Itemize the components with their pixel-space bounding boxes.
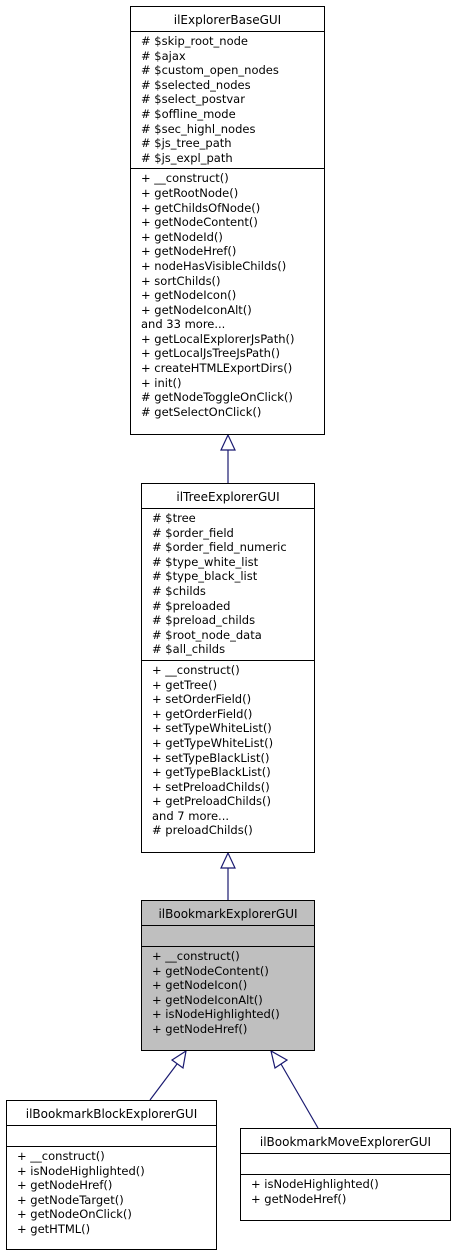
- class-name: ilBookmarkBlockExplorerGUI: [25, 1107, 198, 1121]
- operation-item: + nodeHasVisibleChilds(): [141, 258, 287, 273]
- attribute-item: # $offline_mode: [141, 106, 236, 121]
- operation-item: + getNodeHref(): [17, 1178, 113, 1193]
- attribute-item: # $selected_nodes: [141, 77, 251, 92]
- attribute-item: # $ajax: [141, 48, 186, 63]
- operation-item: + __construct(): [152, 662, 240, 677]
- operation-item: + isNodeHighlighted(): [17, 1163, 145, 1178]
- class-box-block[interactable]: ilBookmarkBlockExplorerGUI + __construct…: [6, 1100, 217, 1250]
- operation-item: + getNodeOnClick(): [17, 1207, 132, 1222]
- operation-item: + getTypeWhiteList(): [152, 735, 274, 750]
- operation-item: # getSelectOnClick(): [141, 404, 262, 419]
- operations-section: + __construct()+ isNodeHighlighted()+ ge…: [7, 1146, 216, 1240]
- attribute-item: # $childs: [152, 583, 206, 598]
- attributes-section-empty: [142, 925, 314, 946]
- edge-block-to-bookmark: [149, 1049, 187, 1101]
- attribute-item: # $select_postvar: [141, 92, 245, 107]
- operation-item: + getNodeHref(): [141, 244, 237, 259]
- attribute-item: # $skip_root_node: [141, 34, 249, 48]
- attribute-item: # $root_node_data: [152, 627, 262, 642]
- attribute-item: # $js_expl_path: [141, 150, 233, 165]
- operation-item: + sortChilds(): [141, 273, 221, 288]
- operation-item: + getNodeHref(): [251, 1191, 347, 1206]
- operation-item: + setTypeBlackList(): [152, 750, 270, 765]
- operation-item: + getChildsOfNode(): [141, 200, 261, 215]
- operation-item: and 33 more...: [141, 317, 226, 332]
- operation-item: + getOrderField(): [152, 706, 253, 721]
- operation-item: + setOrderField(): [152, 692, 252, 707]
- attribute-item: # $js_tree_path: [141, 136, 232, 151]
- operation-item: + getTree(): [152, 677, 218, 692]
- operation-item: + setPreloadChilds(): [152, 779, 270, 794]
- attribute-item: # $order_field: [152, 525, 234, 540]
- operation-item: # getNodeToggleOnClick(): [141, 390, 293, 405]
- attributes-section: # $skip_root_node# $ajax# $custom_open_n…: [131, 31, 324, 168]
- class-box-move[interactable]: ilBookmarkMoveExplorerGUI + isNodeHighli…: [240, 1128, 451, 1221]
- operation-item: + getLocalJsTreeJsPath(): [141, 346, 280, 361]
- attribute-item: # $type_white_list: [152, 554, 259, 569]
- attribute-item: # $preloaded: [152, 598, 231, 613]
- class-box-tree[interactable]: ilTreeExplorerGUI # $tree# $order_field#…: [141, 483, 315, 853]
- attributes-section: # $tree# $order_field# $order_field_nume…: [142, 508, 314, 660]
- operation-item: + init(): [141, 375, 182, 390]
- operations-section: + isNodeHighlighted()+ getNodeHref(): [241, 1174, 450, 1209]
- class-name: ilExplorerBaseGUI: [173, 13, 282, 27]
- operation-item: + isNodeHighlighted(): [152, 1007, 280, 1022]
- attribute-item: # $order_field_numeric: [152, 540, 287, 555]
- operations-section: + __construct()+ getTree()+ setOrderFiel…: [142, 659, 314, 841]
- operation-item: + getNodeTarget(): [17, 1192, 124, 1207]
- operation-item: + getNodeIconAlt(): [152, 992, 263, 1007]
- operation-item: + getNodeHref(): [152, 1021, 248, 1036]
- operation-item: + getNodeIcon(): [141, 288, 237, 303]
- operation-item: + getNodeContent(): [141, 215, 258, 230]
- edge-tree-to-base: [220, 433, 236, 483]
- operation-item: + getNodeIcon(): [152, 978, 248, 993]
- attribute-item: # $all_childs: [152, 642, 226, 657]
- operation-item: + __construct(): [17, 1149, 105, 1163]
- operation-item: + setTypeWhiteList(): [152, 721, 272, 736]
- attribute-item: # $sec_highl_nodes: [141, 121, 256, 136]
- operation-item: + getRootNode(): [141, 185, 239, 200]
- class-box-bookmark[interactable]: ilBookmarkExplorerGUI + __construct()+ g…: [141, 900, 315, 1051]
- operation-item: + getLocalExplorerJsPath(): [141, 331, 295, 346]
- class-name: ilTreeExplorerGUI: [176, 490, 280, 504]
- edge-move-to-bookmark: [270, 1049, 319, 1129]
- operation-item: + isNodeHighlighted(): [251, 1177, 379, 1191]
- class-box-base[interactable]: ilExplorerBaseGUI # $skip_root_node# $aj…: [130, 6, 325, 435]
- operation-item: + createHTMLExportDirs(): [141, 361, 293, 376]
- attributes-section-empty: [7, 1125, 216, 1146]
- operations-section: + __construct()+ getNodeContent()+ getNo…: [142, 946, 314, 1040]
- operations-section: + __construct()+ getRootNode()+ getChild…: [131, 168, 324, 422]
- operation-item: and 7 more...: [152, 808, 230, 823]
- attribute-item: # $tree: [152, 511, 196, 525]
- operation-item: # preloadChilds(): [152, 823, 253, 838]
- class-name: ilBookmarkExplorerGUI: [158, 907, 298, 921]
- operation-item: + __construct(): [152, 949, 240, 963]
- attributes-section-empty: [241, 1153, 450, 1174]
- operation-item: + getHTML(): [17, 1221, 91, 1236]
- operation-item: + getTypeBlackList(): [152, 765, 271, 780]
- attribute-item: # $custom_open_nodes: [141, 63, 279, 78]
- class-name: ilBookmarkMoveExplorerGUI: [259, 1135, 432, 1149]
- operation-item: + getPreloadChilds(): [152, 794, 272, 809]
- operation-item: + getNodeId(): [141, 229, 223, 244]
- operation-item: + __construct(): [141, 171, 229, 186]
- operation-item: + getNodeContent(): [152, 963, 269, 978]
- edge-bookmark-to-tree: [220, 851, 236, 900]
- operation-item: + getNodeIconAlt(): [141, 302, 252, 317]
- attribute-item: # $type_black_list: [152, 569, 258, 584]
- attribute-item: # $preload_childs: [152, 613, 256, 628]
